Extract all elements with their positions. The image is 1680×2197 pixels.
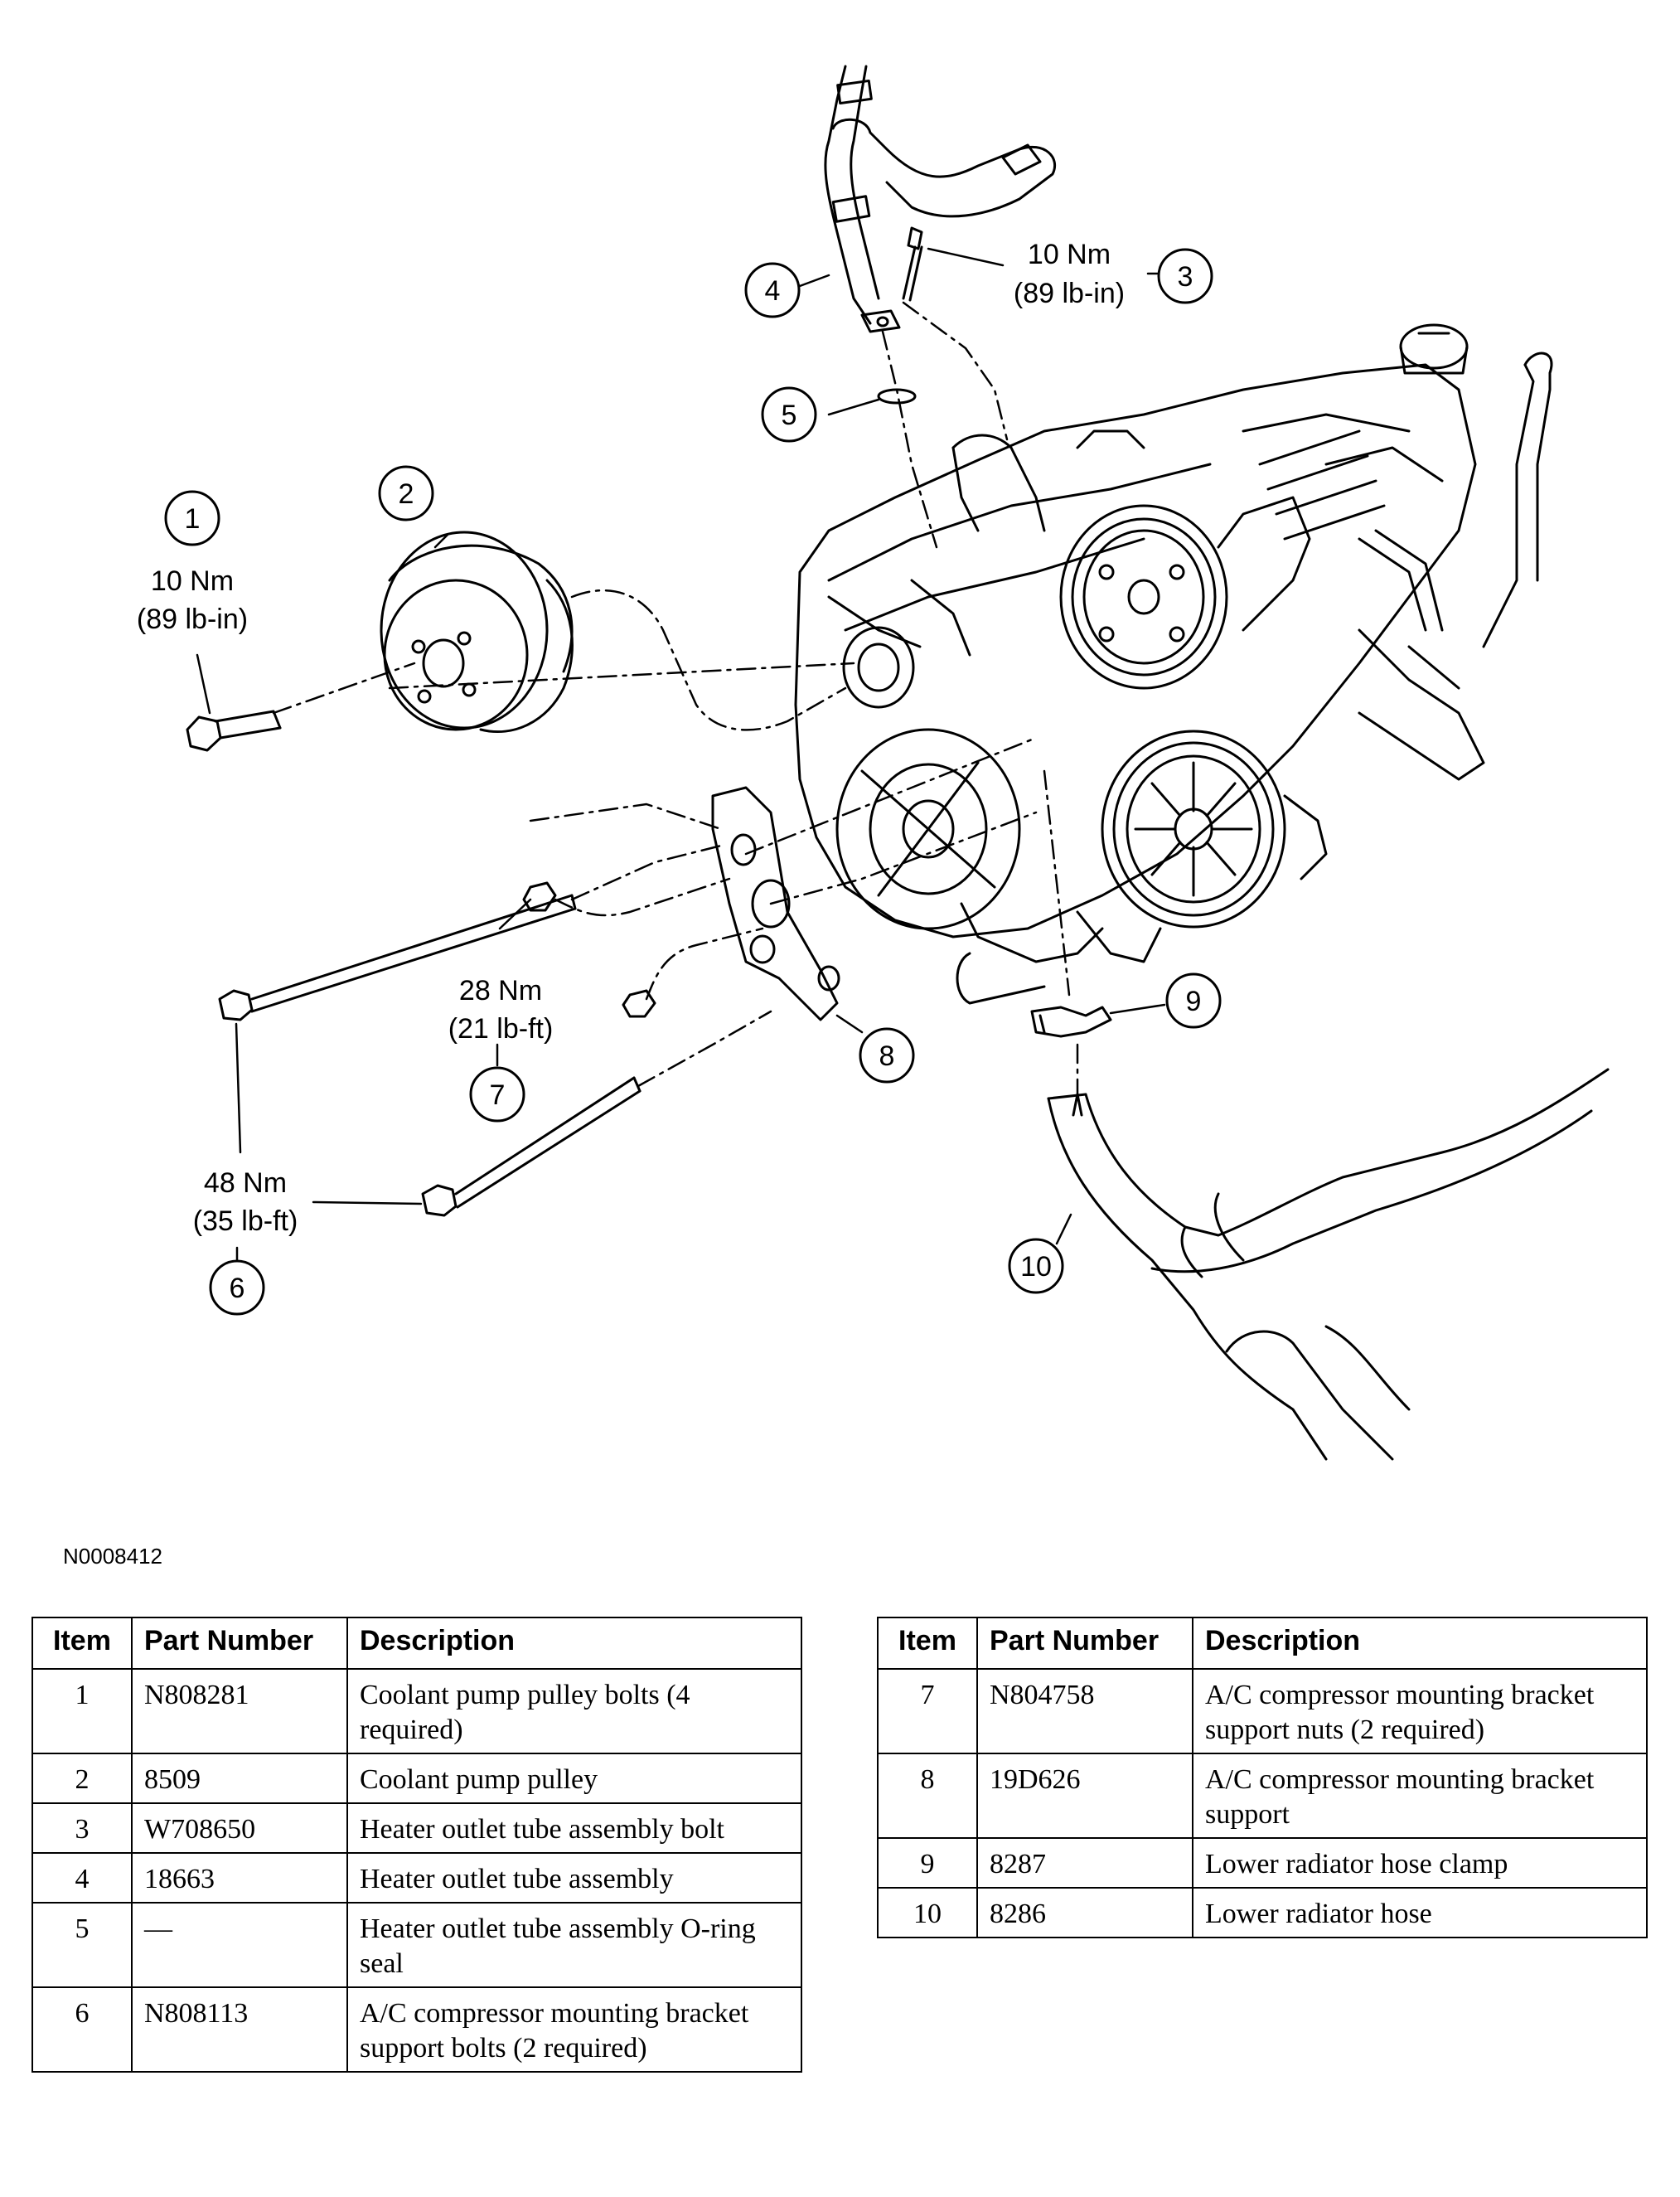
cell-item: 1 (31, 1668, 133, 1754)
crankshaft-damper (835, 728, 1021, 930)
callout-7: 7 28 Nm (21 lb-ft) (448, 975, 554, 1123)
leader-lines (196, 247, 1170, 1262)
header-part-number: Part Number (976, 1617, 1193, 1670)
cell-description: A/C compressor mounting bracket support … (346, 1986, 802, 2073)
cell-item: 3 (31, 1802, 133, 1854)
figure-id: N0008412 (63, 1544, 162, 1569)
cell-description: A/C compressor mounting bracket support … (1192, 1668, 1648, 1754)
table-row: 8 19D626 A/C compressor mounting bracket… (877, 1753, 1648, 1839)
cell-description: Lower radiator hose (1192, 1887, 1648, 1938)
table-row: 10 8286 Lower radiator hose (877, 1887, 1648, 1938)
header-part-number: Part Number (131, 1617, 348, 1670)
cell-part-number: N808113 (131, 1986, 348, 2073)
thermostat-housing (951, 434, 1046, 532)
callout-3: 3 10 Nm (89 lb-in) (1014, 239, 1213, 309)
cell-description: Heater outlet tube assembly bolt (346, 1802, 802, 1854)
callout-1: 1 10 Nm (89 lb-in) (137, 490, 248, 635)
heater-tube-bolt (902, 226, 923, 302)
cell-part-number: 19D626 (976, 1753, 1193, 1839)
torque-metric: 10 Nm (1028, 239, 1111, 270)
table-row: 4 18663 Heater outlet tube assembly (31, 1852, 802, 1904)
bracket-support-nut (522, 881, 656, 1018)
generator-pulley (1101, 730, 1328, 929)
coolant-pump-hub (827, 579, 971, 709)
callout-number: 5 (782, 400, 797, 431)
callout-number: 8 (879, 1040, 895, 1072)
ac-compressor-pulley (1059, 496, 1311, 690)
callout-6: 6 48 Nm (35 lb-ft) (193, 1167, 298, 1316)
torque-metric: 10 Nm (151, 565, 234, 597)
callout-2: 2 (378, 465, 434, 521)
cell-item: 6 (31, 1986, 133, 2073)
cell-description: Lower radiator hose clamp (1192, 1837, 1648, 1889)
callout-number: 2 (399, 478, 414, 510)
cell-description: A/C compressor mounting bracket support (1192, 1753, 1648, 1839)
cell-item: 9 (877, 1837, 978, 1889)
cell-part-number: N804758 (976, 1668, 1193, 1754)
callout-9: 9 (1165, 972, 1222, 1029)
callout-4: 4 (744, 262, 801, 318)
header-description: Description (346, 1617, 802, 1670)
lower-radiator-hose-clamp (1030, 1006, 1112, 1038)
cell-description: Heater outlet tube assembly O-ring seal (346, 1902, 802, 1988)
table-row: 5 — Heater outlet tube assembly O-ring s… (31, 1902, 802, 1988)
cell-description: Coolant pump pulley bolts (4 required) (346, 1668, 802, 1754)
heater-outlet-tube (824, 65, 1057, 333)
header-description: Description (1192, 1617, 1648, 1670)
coolant-pump-pulley (380, 531, 574, 734)
cell-item: 7 (877, 1668, 978, 1754)
cell-item: 2 (31, 1753, 133, 1804)
cell-item: 10 (877, 1887, 978, 1938)
table-row: 7 N804758 A/C compressor mounting bracke… (877, 1668, 1648, 1754)
cell-item: 4 (31, 1852, 133, 1904)
header-item: Item (877, 1617, 978, 1670)
engine-assembly (794, 323, 1553, 938)
ac-compressor-bracket-support (711, 786, 840, 1021)
lower-engine-cover (956, 902, 1162, 1005)
callout-number: 6 (230, 1273, 245, 1304)
torque-imperial: (89 lb-in) (1014, 278, 1125, 309)
callout-number: 3 (1178, 261, 1193, 293)
callout-number: 1 (185, 503, 201, 535)
cell-part-number: 8509 (131, 1753, 348, 1804)
torque-imperial: (21 lb-ft) (448, 1013, 554, 1045)
table-row: 6 N808113 A/C compressor mounting bracke… (31, 1986, 802, 2073)
table-header-row: Item Part Number Description (31, 1617, 802, 1670)
callout-10: 10 (1008, 1238, 1064, 1294)
torque-metric: 48 Nm (204, 1167, 287, 1199)
cell-part-number: — (131, 1902, 348, 1988)
cell-description: Coolant pump pulley (346, 1753, 802, 1804)
table-row: 1 N808281 Coolant pump pulley bolts (4 r… (31, 1668, 802, 1754)
table-header-row: Item Part Number Description (877, 1617, 1648, 1670)
table-row: 9 8287 Lower radiator hose clamp (877, 1837, 1648, 1889)
callout-8: 8 (859, 1027, 915, 1084)
header-item: Item (31, 1617, 133, 1670)
lower-radiator-hose (1047, 1068, 1610, 1461)
cell-item: 5 (31, 1902, 133, 1988)
bracket-support-bolt (218, 894, 641, 1217)
torque-imperial: (35 lb-ft) (193, 1205, 298, 1237)
table-row: 2 8509 Coolant pump pulley (31, 1753, 802, 1804)
cell-description: Heater outlet tube assembly (346, 1852, 802, 1904)
cell-part-number: W708650 (131, 1802, 348, 1854)
alignment-lines (272, 301, 1079, 1096)
callout-number: 9 (1186, 986, 1202, 1017)
callout-number: 7 (490, 1079, 506, 1111)
cell-part-number: 8287 (976, 1837, 1193, 1889)
callout-number: 10 (1020, 1251, 1052, 1283)
parts-table-left: Item Part Number Description 1 N808281 C… (31, 1617, 802, 2073)
cell-item: 8 (877, 1753, 978, 1839)
torque-imperial: (89 lb-in) (137, 604, 248, 635)
parts-table-right: Item Part Number Description 7 N804758 A… (877, 1617, 1648, 1938)
callout-number: 4 (765, 275, 781, 307)
coolant-pump-pulley-bolt (186, 710, 282, 752)
cell-part-number: 18663 (131, 1852, 348, 1904)
cell-part-number: N808281 (131, 1668, 348, 1754)
cell-part-number: 8286 (976, 1887, 1193, 1938)
callout-5: 5 (761, 386, 817, 443)
exploded-view-diagram: 1 10 Nm (89 lb-in) 2 3 10 Nm (89 lb-in) … (137, 65, 1610, 1461)
torque-metric: 28 Nm (459, 975, 542, 1006)
table-row: 3 W708650 Heater outlet tube assembly bo… (31, 1802, 802, 1854)
